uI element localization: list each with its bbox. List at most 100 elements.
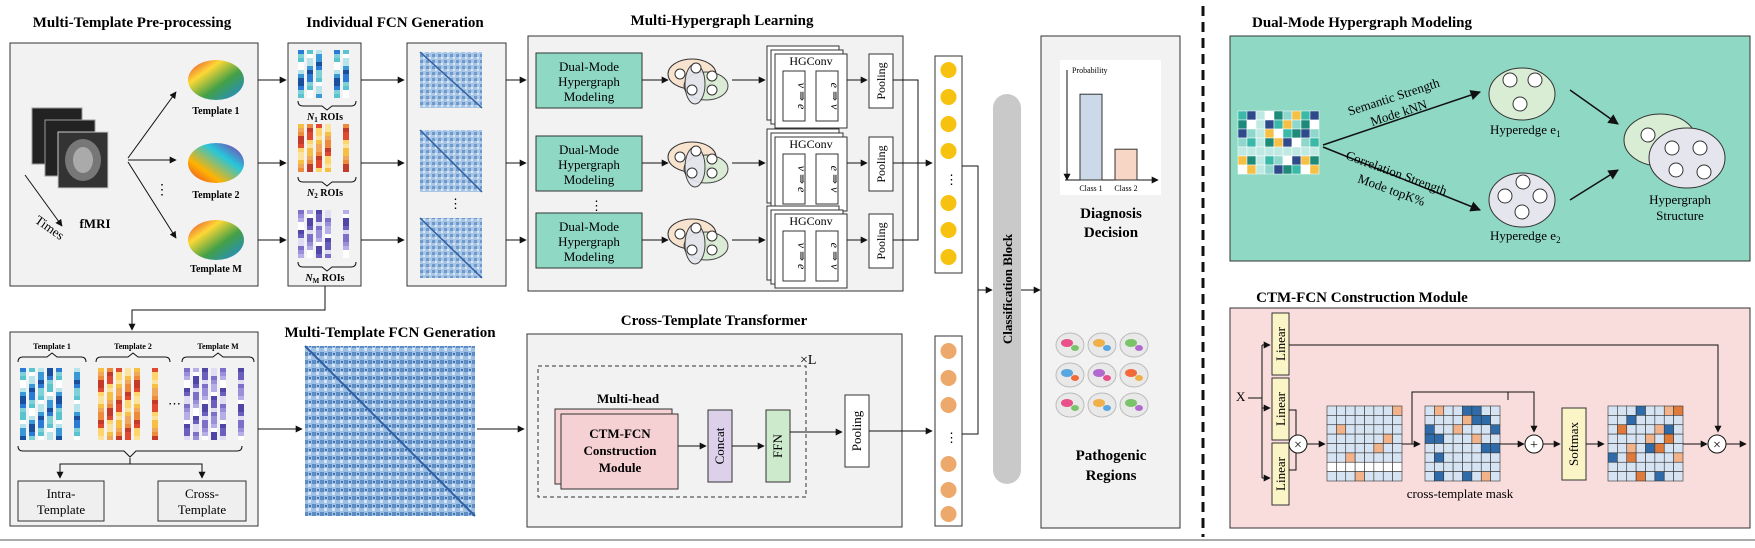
title-mtfcn: Multi-Template FCN Generation xyxy=(284,325,496,341)
ctm-line2: Construction xyxy=(584,443,658,458)
hypergraph-e2 xyxy=(1648,127,1726,189)
feature-node xyxy=(940,116,957,132)
class-1-label: Class 1 xyxy=(1079,184,1102,193)
dmb-line1: Dual-Mode xyxy=(559,59,619,74)
title-mhl: Multi-Hypergraph Learning xyxy=(631,13,814,29)
e-to-v: e ⇒ v xyxy=(828,83,842,110)
diagnosis-line2: Decision xyxy=(1084,225,1139,241)
transformer-layer-box xyxy=(537,365,807,498)
feature-node xyxy=(940,343,957,359)
ffn-label: FFN xyxy=(770,433,785,457)
intra-template-box xyxy=(17,480,105,522)
ctt-pooling-label: Pooling xyxy=(849,410,864,451)
hyperedge-e1 xyxy=(1488,67,1556,121)
ctm-panel: X Linear Linear Linear × cross-template … xyxy=(1229,307,1751,529)
dmb-line1: Dual-Mode xyxy=(559,219,619,234)
softmax-box xyxy=(1561,407,1587,481)
hyperedge-e1-label: Hyperedge e1 xyxy=(1490,122,1561,139)
intra-line2: Template xyxy=(37,502,85,517)
hyperedge-e2-label: Hyperedge e2 xyxy=(1490,228,1561,245)
brain-template-m xyxy=(188,220,244,260)
classification-block: Classification Block xyxy=(993,94,1021,484)
roi-label-2: N2 ROIs xyxy=(306,188,343,200)
feature-node xyxy=(940,370,957,386)
hypergraph-icon-1 xyxy=(667,58,729,105)
v-to-e: v ⇒ e xyxy=(795,166,809,193)
feature-node xyxy=(940,89,957,105)
mt-fcn-matrix xyxy=(304,345,476,517)
mt-tpl-label-m: Template M xyxy=(197,342,239,351)
mask-label: cross-template mask xyxy=(1407,486,1514,501)
cross-line2: Template xyxy=(178,502,226,517)
cross-line1: Cross- xyxy=(185,486,219,501)
intra-line1: Intra- xyxy=(47,486,76,501)
fmri-label: fMRI xyxy=(79,216,110,231)
feature-node xyxy=(940,222,957,238)
fcn-dots: ⋮ xyxy=(449,196,462,211)
node-column-bottom: ⋮ xyxy=(934,335,963,527)
feature-node xyxy=(940,456,957,472)
hs-line1: Hypergraph xyxy=(1649,192,1711,207)
cross-template-box xyxy=(157,480,247,522)
bar-class-2 xyxy=(1114,148,1138,181)
roi-strips-1 xyxy=(298,50,349,98)
feature-node xyxy=(940,482,957,498)
node-column-top: ⋮ xyxy=(934,55,963,274)
cross-template-mask-matrix xyxy=(1424,405,1501,482)
tpl-label-m: Template M xyxy=(190,264,242,275)
v-to-e: v ⇒ e xyxy=(795,83,809,110)
v-to-e: v ⇒ e xyxy=(795,243,809,270)
ctm-line3: Module xyxy=(599,460,642,475)
pooling-box-2 xyxy=(868,136,894,192)
prob-axis-label: Probability xyxy=(1072,66,1108,75)
hgconv-label: HGConv xyxy=(789,137,832,151)
preproc-dots: ⋮ xyxy=(155,183,169,198)
hypergraph-icon-3 xyxy=(667,218,729,265)
linear-box-2 xyxy=(1271,377,1290,441)
mtfcn-source-panel: Template 1 Template 2 Template M ⋯ Intra… xyxy=(9,331,259,527)
roi-panel: N1 ROIs N2 ROIs NM ROIs xyxy=(287,42,362,287)
svg-text:⋯: ⋯ xyxy=(168,396,181,411)
pooling-label: Pooling xyxy=(874,145,888,182)
mhl-dots: ⋮ xyxy=(590,198,603,213)
dmhm-panel: Semantic Strength Mode kNN Correlation S… xyxy=(1229,35,1751,262)
add-sym: + xyxy=(1530,438,1538,453)
tpl-label-2: Template 2 xyxy=(192,190,239,201)
linear-label-2: Linear xyxy=(1273,391,1288,426)
roi-strips-m xyxy=(298,210,349,258)
title-dmhm: Dual-Mode Hypergraph Modeling xyxy=(1252,15,1472,31)
svg-text:⋮: ⋮ xyxy=(945,430,958,445)
classification-label: Classification Block xyxy=(1000,233,1015,344)
times-l-label: ×L xyxy=(800,353,816,368)
roi-label-1: N1 ROIs xyxy=(306,112,343,124)
pooling-label: Pooling xyxy=(874,62,888,99)
feature-node xyxy=(940,62,957,78)
multiply-sym-1: × xyxy=(1294,438,1302,453)
multiply-sym-2: × xyxy=(1713,438,1721,453)
ctt-pooling-box xyxy=(844,394,870,468)
feature-node xyxy=(940,195,957,211)
dmb-line3: Modeling xyxy=(564,172,615,187)
concat-box xyxy=(707,409,733,483)
brain-template-2 xyxy=(188,143,244,183)
title-ctm: CTM-FCN Construction Module xyxy=(1256,290,1468,306)
linear-box-1 xyxy=(1271,312,1290,376)
e-to-v: e ⇒ v xyxy=(828,243,842,270)
pathogenic-brains xyxy=(1055,332,1149,418)
hyperedge-e2 xyxy=(1488,172,1556,228)
dmb-line1: Dual-Mode xyxy=(559,142,619,157)
feature-node xyxy=(940,143,957,159)
softmax-output-matrix xyxy=(1607,405,1684,482)
roi-label-m: NM ROIs xyxy=(304,273,344,285)
dmb-line2: Hypergraph xyxy=(558,157,620,172)
diagnosis-line1: Diagnosis xyxy=(1080,206,1142,222)
feature-node xyxy=(940,506,957,522)
hs-line2: Structure xyxy=(1656,208,1704,223)
ctm-fcn-box xyxy=(560,413,679,490)
